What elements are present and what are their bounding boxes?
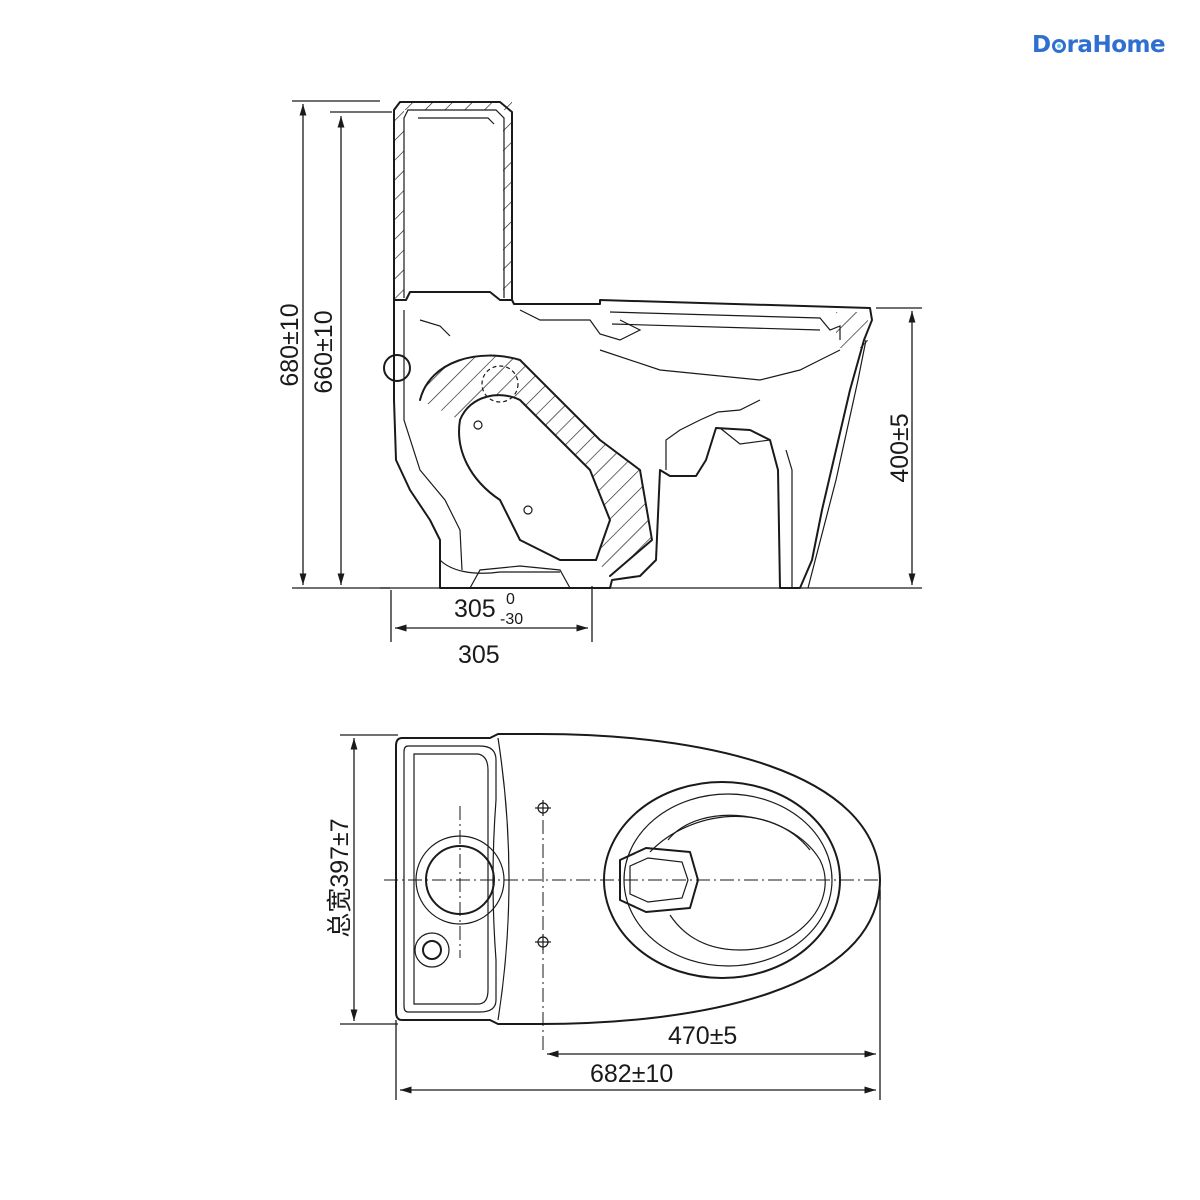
dim-height-total: 680±10 [276, 100, 390, 589]
dim-label-682: 682±10 [590, 1060, 673, 1088]
dim-seat-length: 470±5 [547, 890, 881, 1058]
side-view: 680±10 660±10 400±5 305 0 -30 305 [276, 100, 922, 669]
dim-height-seat: 400±5 [876, 307, 922, 589]
logo-text-end: raHome [1066, 32, 1166, 58]
bowl-profile [393, 291, 873, 589]
supply-fitting-outer [414, 932, 450, 968]
dim-total-width: 总宽397±7 [326, 734, 398, 1025]
dim-label-660: 660±10 [310, 310, 338, 393]
supply-valve-circle [383, 354, 411, 382]
dim-label-305-tol: 305 [454, 595, 496, 623]
logo-drop-icon [1051, 39, 1066, 53]
dim-height-tank: 660±10 [310, 111, 392, 585]
tank-lid [403, 745, 497, 1013]
dim-label-397: 总宽397±7 [326, 818, 354, 937]
top-outline [395, 733, 881, 1025]
supply-fitting-inner [422, 940, 442, 960]
dim-total-length: 682±10 [395, 880, 881, 1100]
dim-label-305: 305 [458, 641, 500, 669]
dim-tol-upper: 0 [506, 591, 515, 608]
mount-bolt-marks [535, 800, 551, 950]
dim-tol-lower: -30 [500, 611, 523, 628]
dim-label-400: 400±5 [886, 413, 914, 482]
dim-label-680: 680±10 [276, 303, 304, 386]
logo-text-start: D [1032, 32, 1051, 58]
trapway [419, 309, 653, 589]
tank-section [393, 101, 513, 301]
top-view: 总宽397±7 470±5 682±10 [326, 733, 881, 1100]
trap-opening [619, 847, 699, 913]
dim-roughin: 305 0 -30 305 [390, 586, 593, 669]
dim-label-470: 470±5 [668, 1022, 737, 1050]
